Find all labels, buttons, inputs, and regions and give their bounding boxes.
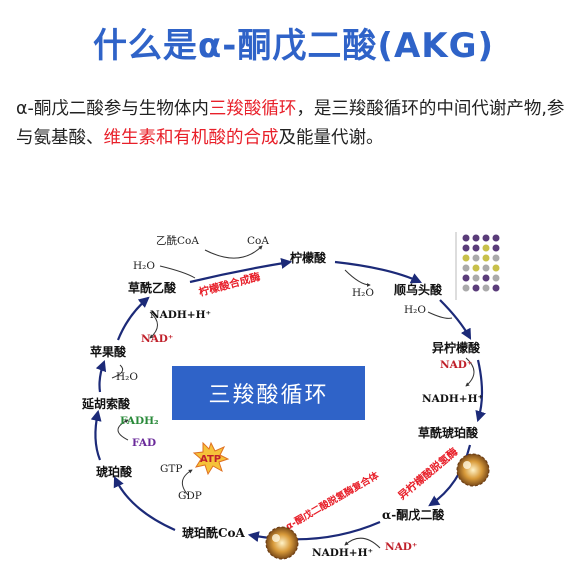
cis-aconitate-label: 顺乌头酸 — [394, 282, 443, 297]
fumarate-label: 延胡索酸 — [81, 396, 131, 411]
arc-oxalosuccinate-akg — [428, 444, 472, 507]
malate-label: 苹果酸 — [90, 344, 127, 359]
h2o-label-2: H₂O — [352, 287, 374, 299]
h2o-label-3: H₂O — [404, 304, 426, 316]
gdp-label: GDP — [178, 490, 202, 502]
nad-label-2: NAD⁺ — [440, 359, 472, 371]
side-nad-akg — [344, 537, 381, 549]
side-cisaconitate-h2o — [344, 269, 371, 287]
enzyme-molecule-icon — [456, 453, 490, 487]
nadh-label-2: NADH+H⁺ — [422, 393, 483, 405]
coa-label: CoA — [247, 235, 269, 247]
nadh-label-1: NADH+H⁺ — [150, 309, 211, 321]
oxalosuccinate-label: 草酰琥珀酸 — [418, 425, 479, 440]
side-h2o-in — [159, 265, 196, 279]
desc-synthesis-highlight: 维生素和有机酸的合成 — [103, 128, 279, 148]
desc-part5: 及能量代谢。 — [278, 128, 384, 148]
arc-akg-succinylcoa — [247, 520, 381, 543]
isocitrate-dh-label: 异柠檬酸脱氢酶 — [396, 445, 461, 503]
akg-label: α-酮戊二酸 — [382, 507, 445, 522]
page-title: 什么是α-酮戊二酸(AKG) — [92, 26, 495, 66]
oxaloacetate-label: 草酰乙酸 — [128, 280, 177, 295]
side-h2o-isocitrate — [427, 311, 453, 319]
tca-cycle-diagram: 柠檬酸 顺乌头酸 异柠檬酸 草酰琥珀酸 α-酮戊二酸 琥珀酰CoA 琥珀酸 延胡… — [81, 232, 500, 560]
side-malate-h2o — [111, 364, 124, 379]
fad-label: FAD — [132, 437, 156, 449]
arc-malate-oaa — [116, 296, 150, 341]
succinate-label: 琥珀酸 — [96, 464, 133, 479]
atp-label: ATP — [200, 454, 221, 465]
arc-cisaconitate-isocitrate — [439, 299, 472, 340]
side-oaa-nad — [149, 311, 158, 339]
enzyme-complex-icon — [265, 526, 299, 560]
citrate-label: 柠檬酸 — [290, 250, 327, 265]
arc-oaa-citrate — [189, 257, 293, 284]
desc-part1: α-酮戊二酸参与生物体内 — [16, 99, 209, 119]
side-acetylcoa-coa — [204, 245, 263, 259]
gtp-label: GTP — [160, 463, 182, 475]
side-nad-isocitrate — [465, 357, 475, 387]
arc-succinate-fumarate — [90, 409, 102, 461]
decorative-dot-grid-icon — [455, 232, 500, 300]
citrate-synthase-label: 柠檬酸合成酶 — [197, 270, 262, 299]
atp-starburst: ATP — [192, 441, 230, 476]
acetyl-coa-label: 乙酰CoA — [156, 234, 199, 247]
side-fad-fumarate — [117, 419, 129, 441]
nadh-label-3: NADH+H⁺ — [312, 547, 373, 559]
side-gtp-gdp — [181, 469, 193, 496]
akg-dh-complex-label: α-酮戊二酸脱氢酶复合体 — [284, 469, 382, 532]
nad-label-1: NAD⁺ — [141, 333, 173, 345]
succinyl-coa-label: 琥珀酰CoA — [182, 525, 246, 540]
arc-fumarate-malate — [95, 359, 107, 393]
arc-succinylcoa-succinate — [113, 476, 176, 532]
nad-label-3: NAD⁺ — [385, 541, 417, 553]
desc-tca-highlight: 三羧酸循环 — [208, 99, 297, 119]
tca-cycle-center-label: 三羧酸循环 — [172, 366, 365, 420]
description: α-酮戊二酸参与生物体内三羧酸循环，是三羧酸循环的中间代谢产物,参与氨基酸、维生… — [16, 95, 576, 153]
arc-citrate-cisaconitate — [334, 260, 422, 284]
desc-part3: ，是三羧酸循环的中间代谢产物,参与氨基酸、 — [16, 99, 565, 148]
arc-isocitrate-oxalosuccinate — [475, 359, 486, 423]
isocitrate-label: 异柠檬酸 — [432, 340, 481, 355]
h2o-label-1: H₂O — [133, 260, 155, 272]
fadh2-label: FADH₂ — [120, 415, 159, 427]
h2o-label-4: H₂O — [116, 371, 138, 383]
